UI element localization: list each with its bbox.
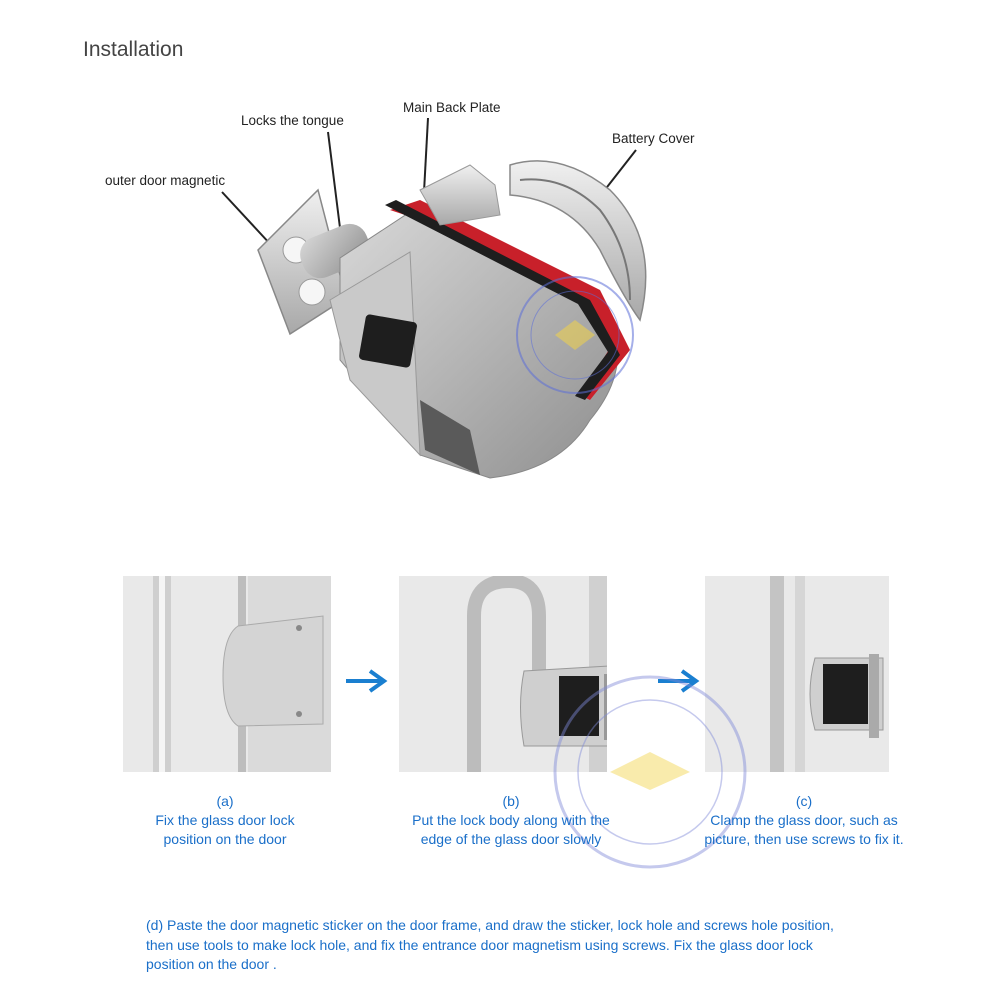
label-outer-door-magnetic: outer door magnetic (105, 173, 226, 188)
arrow-icon (346, 667, 388, 700)
arrow-icon (658, 667, 700, 700)
label-main-back-plate: Main Back Plate (403, 100, 501, 115)
step-image-b (399, 576, 607, 772)
lock-body (329, 164, 630, 479)
installation-note: (d) Paste the door magnetic sticker on t… (146, 917, 834, 972)
label-locks-tongue: Locks the tongue (241, 113, 344, 128)
watermark-logo (516, 276, 634, 394)
leader-outer-door (221, 191, 273, 247)
page-title: Installation (83, 38, 184, 61)
battery-cover (509, 160, 647, 322)
label-battery-cover: Battery Cover (612, 131, 695, 146)
lock-exploded-diagram (221, 117, 647, 479)
leader-tongue (327, 131, 343, 245)
watermark-logo (553, 675, 747, 869)
leader-back-plate (423, 117, 429, 193)
step-image-c (705, 576, 889, 772)
step-image-a (123, 576, 331, 772)
